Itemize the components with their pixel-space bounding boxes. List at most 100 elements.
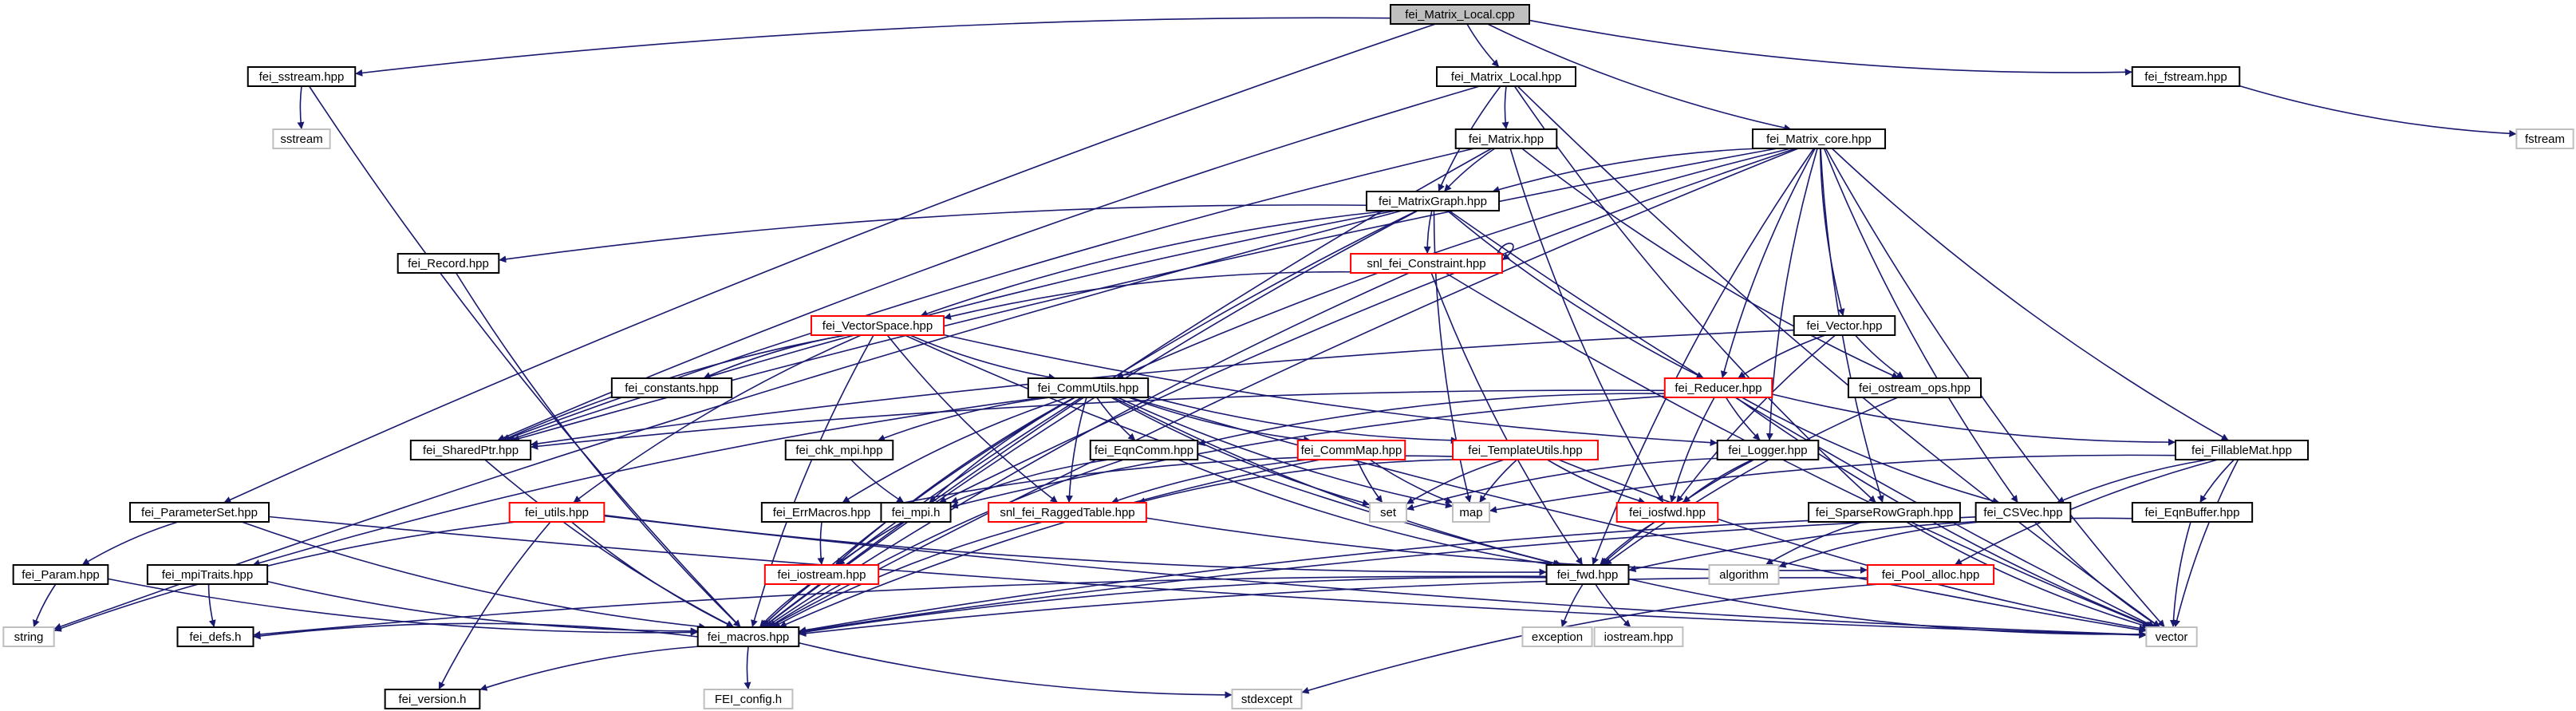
node-logger[interactable]: fei_Logger.hpp: [1716, 440, 1820, 460]
edge-core-hpp-to-vector: [1825, 148, 2166, 628]
node-label: fei_fstream.hpp: [2144, 70, 2227, 84]
edge-iostream-hpp-to-macros: [759, 583, 811, 628]
edge-paramset-to-macros: [241, 521, 707, 630]
node-ragged[interactable]: snl_fei_RaggedTable.hpp: [988, 502, 1147, 523]
edge-templateutils-to-set: [1406, 459, 1505, 505]
node-eqnbuffer[interactable]: fei_EqnBuffer.hpp: [2131, 502, 2254, 523]
node-mpitraits[interactable]: fei_mpiTraits.hpp: [146, 564, 269, 585]
node-label: fei_defs.h: [189, 630, 241, 644]
edge-ostream-ops-to-fwd: [1604, 397, 1899, 566]
node-box: [1369, 502, 1407, 523]
edge-local-cpp-to-core-hpp: [1487, 23, 1792, 132]
node-label: fei_chk_mpi.hpp: [795, 444, 882, 457]
node-label: fei_ParameterSet.hpp: [141, 506, 258, 519]
node-defs[interactable]: fei_defs.h: [176, 626, 254, 647]
edge-vspace-to-ragged: [886, 334, 1059, 504]
node-eqncomm[interactable]: fei_EqnComm.hpp: [1089, 440, 1199, 460]
node-label: set: [1380, 506, 1397, 519]
node-box: [1089, 440, 1199, 460]
edge-macros-to-config: [744, 646, 751, 690]
node-mpi-h[interactable]: fei_mpi.h: [880, 502, 952, 523]
node-vector: vector: [2145, 626, 2198, 647]
edge-constraint-to-fwd: [1430, 272, 1584, 566]
edge-commutils-to-set: [1110, 397, 1371, 507]
node-box: [1365, 191, 1501, 211]
edge-graph-hpp-to-sharedptr: [507, 210, 1396, 442]
node-fstream-hpp[interactable]: fei_fstream.hpp: [2131, 66, 2241, 87]
node-vspace[interactable]: fei_VectorSpace.hpp: [810, 315, 945, 336]
node-paramset[interactable]: fei_ParameterSet.hpp: [129, 502, 270, 523]
edge-reducer-to-csvec: [1741, 397, 2000, 504]
node-set: set: [1369, 502, 1407, 523]
node-commutils[interactable]: fei_CommUtils.hpp: [1027, 377, 1150, 398]
edge-graph-hpp-to-record: [499, 204, 1367, 263]
node-label: fei_fwd.hpp: [1557, 568, 1619, 582]
edge-fwd-to-defs: [253, 575, 1547, 638]
node-box: [784, 440, 894, 460]
node-label: fei_CSVec.hpp: [1983, 506, 2062, 519]
node-errmacros[interactable]: fei_ErrMacros.hpp: [760, 502, 883, 523]
node-pool[interactable]: fei_Pool_alloc.hpp: [1866, 564, 1995, 585]
edge-logger-to-set: [1406, 457, 1718, 512]
edge-core-hpp-to-csvec: [1823, 148, 2019, 504]
edge-commutils-to-iostream-hpp: [834, 397, 1075, 566]
node-csvec[interactable]: fei_CSVec.hpp: [1974, 502, 2072, 523]
edge-graph-hpp-to-vspace: [920, 210, 1391, 318]
node-iosfwd[interactable]: fei_iosfwd.hpp: [1615, 502, 1719, 523]
edge-reducer-to-mpi-h: [950, 395, 1665, 509]
node-ostream-ops[interactable]: fei_ostream_ops.hpp: [1847, 377, 1982, 398]
node-box: [1452, 440, 1599, 460]
node-local-cpp[interactable]: fei_Matrix_Local.cpp: [1390, 4, 1530, 25]
node-box: [760, 502, 883, 523]
node-sharedptr[interactable]: fei_SharedPtr.hpp: [409, 440, 532, 460]
edge-commutils-to-eqncomm: [1096, 397, 1136, 441]
edge-local-cpp-to-fstream-hpp: [1529, 19, 2132, 76]
node-label: exception: [1532, 630, 1583, 644]
edge-paramset-to-vector: [268, 515, 2147, 639]
edge-chk-mpi-to-mpi-h: [850, 459, 905, 504]
node-box: [763, 564, 880, 585]
edge-matrix-hpp-to-iosfwd: [1509, 148, 1664, 504]
node-label: fei_SparseRowGraph.hpp: [1816, 506, 1954, 519]
node-box: [1847, 377, 1982, 398]
node-box: [1866, 564, 1995, 585]
node-templateutils[interactable]: fei_TemplateUtils.hpp: [1452, 440, 1599, 460]
node-label: map: [1459, 506, 1482, 519]
node-fwd[interactable]: fei_fwd.hpp: [1545, 564, 1630, 585]
node-version[interactable]: fei_version.h: [384, 689, 481, 709]
node-label: fei_constants.hpp: [625, 381, 719, 395]
edge-local-hpp-to-matrix-hpp: [1501, 85, 1509, 130]
node-fillable[interactable]: fei_FillableMat.hpp: [2174, 440, 2310, 460]
node-core-hpp[interactable]: fei_Matrix_core.hpp: [1751, 128, 1887, 149]
node-utils[interactable]: fei_utils.hpp: [508, 502, 606, 523]
node-param[interactable]: fei_Param.hpp: [12, 564, 109, 585]
node-sparserow[interactable]: fei_SparseRowGraph.hpp: [1808, 502, 1961, 523]
node-reducer[interactable]: fei_Reducer.hpp: [1663, 377, 1773, 398]
node-vector-hpp[interactable]: fei_Vector.hpp: [1793, 315, 1896, 336]
node-record[interactable]: fei_Record.hpp: [396, 253, 500, 274]
node-graph-hpp[interactable]: fei_MatrixGraph.hpp: [1365, 191, 1501, 211]
node-box: [1593, 626, 1684, 647]
edge-utils-to-fwd: [604, 514, 1547, 576]
node-label: snl_fei_Constraint.hpp: [1367, 257, 1485, 271]
node-box: [1390, 4, 1530, 25]
node-label: fei_Matrix_Local.cpp: [1405, 8, 1515, 22]
node-box: [1350, 253, 1503, 274]
node-commmap[interactable]: fei_CommMap.hpp: [1296, 440, 1406, 460]
node-sstream-hpp[interactable]: fei_sstream.hpp: [247, 66, 357, 87]
node-box: [409, 440, 532, 460]
node-iostream-hpp[interactable]: fei_iostream.hpp: [763, 564, 880, 585]
node-local-hpp[interactable]: fei_Matrix_Local.hpp: [1436, 66, 1576, 87]
node-matrix-hpp[interactable]: fei_Matrix.hpp: [1454, 128, 1558, 149]
node-constraint[interactable]: snl_fei_Constraint.hpp: [1350, 253, 1503, 274]
node-chk-mpi[interactable]: fei_chk_mpi.hpp: [784, 440, 894, 460]
node-macros[interactable]: fei_macros.hpp: [696, 626, 800, 647]
node-label: snl_fei_RaggedTable.hpp: [1000, 506, 1134, 519]
node-box: [2174, 440, 2310, 460]
node-box: [1296, 440, 1406, 460]
edge-templateutils-to-map: [1478, 459, 1518, 504]
edge-utils-to-version: [438, 521, 551, 690]
node-constants[interactable]: fei_constants.hpp: [610, 377, 733, 398]
edge-commmap-to-set: [1356, 459, 1383, 504]
